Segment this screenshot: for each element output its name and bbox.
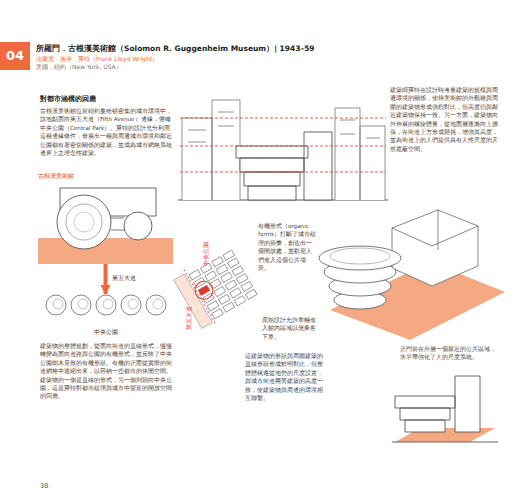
architect-name: 法蘭克．洛伊．萊特（Frank Lloyd Wright） [36, 54, 336, 63]
map-label: 中央公園 [203, 242, 210, 266]
height-guide [180, 118, 386, 172]
location: 美國，紐約（New York, USA） [36, 62, 336, 71]
page-title: 所羅門．古根漢美術館（Solomon R. Guggenheim Museum）… [36, 43, 506, 54]
site-highlight [192, 278, 217, 303]
node-shape [38, 182, 173, 264]
tree-crown [71, 295, 91, 315]
annotation: 原始設計允許車輛進入館內區域以便乘客下車。 [262, 316, 317, 341]
bridge-plan [111, 218, 125, 230]
monitor-plan [124, 212, 152, 240]
museum-outline [392, 376, 498, 442]
chapter-number-box: 04 [0, 42, 30, 70]
site-map [172, 244, 260, 332]
body-text: 古根漢美術館位於紐約曼哈頓密集的城市環境中，該地點面向第五大道（Fifth Av… [40, 107, 172, 157]
body-text: 建築師萊特在設計時考量建築的規模與周遭環境的關係，使得美術館的外觀雖與周圍的建築… [390, 86, 502, 153]
node-label: 古根漢美術館 [38, 172, 173, 180]
rotunda-plan [57, 195, 111, 249]
tree-crown [46, 295, 66, 315]
ramp-line [66, 204, 102, 240]
tree-crown [146, 295, 166, 315]
node-shape [38, 294, 173, 322]
tree-crown [96, 295, 116, 315]
museum-site [198, 285, 210, 295]
tree-texture [103, 299, 113, 309]
central-park-trees: 中央公園 [38, 294, 173, 336]
annex-block [392, 210, 478, 286]
page-number: 38 [40, 482, 80, 492]
ramp-line [74, 212, 94, 232]
section-heading: 對都市涵構的回應 [40, 95, 172, 105]
annotation: 正門前在外層一個親近的公共區域，水平帶強化了人的尺度系統。 [400, 345, 500, 362]
tree-texture [128, 299, 138, 309]
tree-crown [121, 295, 141, 315]
map-label: 第五大道 [186, 306, 193, 330]
rotunda-roof [330, 248, 390, 264]
annotation: 有機形式（organic forms）打斷了城市紋理的節奏，創造出一個開放處，並… [258, 222, 316, 272]
tree-texture [78, 299, 88, 309]
museum-plan: 古根漢美術館 [38, 172, 173, 264]
body-text: 建築物的整體規劃，從面向街道的直線形式，慢慢轉變為面向道路與公園的有機形式，並反… [40, 342, 172, 401]
city-blocks [189, 250, 257, 319]
annotation: 這建築物的形狀與周圍建築的直線形狀形成鮮明對比，但整體體積遵從地勢的尺度設置，與… [245, 352, 323, 402]
node-label: 中央公園 [38, 328, 173, 336]
flow-arrow [104, 264, 108, 294]
neighbour-buildings [182, 100, 385, 200]
node-label: 04 [0, 42, 30, 70]
tree-texture [53, 299, 63, 309]
street-band [38, 238, 173, 264]
museum-elevation [236, 132, 332, 200]
edge-label: 第五大道 [112, 274, 136, 282]
rotunda-band [319, 246, 401, 270]
tree-texture [153, 299, 163, 309]
